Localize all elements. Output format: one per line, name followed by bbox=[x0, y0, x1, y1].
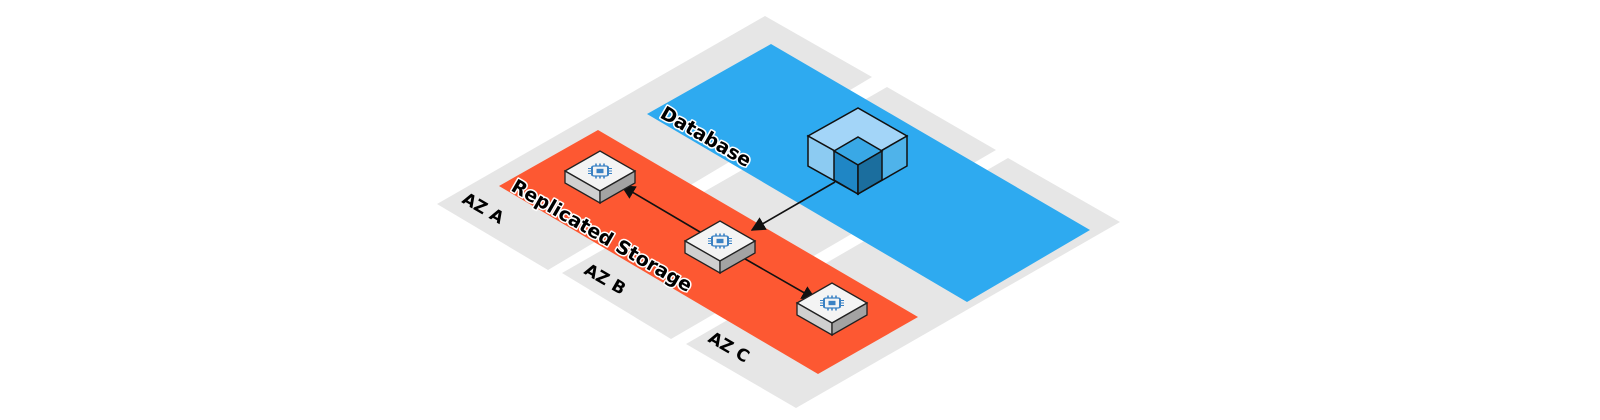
database-cube-icon[interactable] bbox=[806, 107, 909, 196]
compute-chip-icon bbox=[588, 163, 612, 179]
edge-db-to-primary bbox=[750, 181, 836, 231]
edge-primary-to-replica-a bbox=[620, 185, 701, 233]
storage-node-primary[interactable] bbox=[683, 220, 757, 275]
edges bbox=[620, 181, 836, 300]
compute-chip-icon bbox=[708, 233, 732, 249]
compute-chip-icon bbox=[820, 295, 844, 311]
edge-primary-to-replica-c bbox=[739, 255, 817, 300]
storage-node-replica-a[interactable] bbox=[563, 150, 637, 205]
storage-node-replica-c[interactable] bbox=[795, 282, 869, 337]
